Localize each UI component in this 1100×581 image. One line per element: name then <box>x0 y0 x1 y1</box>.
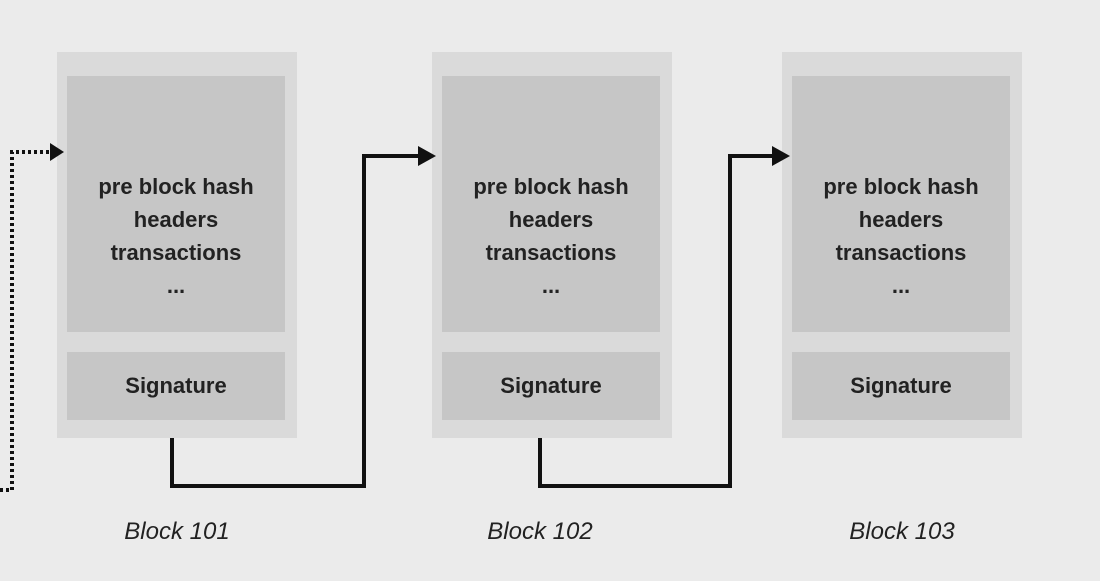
block-102-transactions-label: transactions <box>485 240 617 265</box>
block-101-label: Block 101 <box>124 518 230 545</box>
block-102: pre block hash headers transactions ... … <box>432 52 672 438</box>
block-102-headers-label: headers <box>508 207 594 232</box>
block-101-fields: pre block hash headers transactions ... <box>67 170 285 302</box>
block-103-fields: pre block hash headers transactions ... <box>792 170 1010 302</box>
block-102-ellipsis: ... <box>541 273 561 298</box>
incoming-dotted-arrowhead <box>50 143 64 161</box>
block-102-fields: pre block hash headers transactions ... <box>442 170 660 302</box>
arrow-block-102-to-103 <box>538 154 774 488</box>
block-101-transactions-label: transactions <box>110 240 242 265</box>
block-102-prev-hash-label: pre block hash <box>473 174 629 199</box>
block-103-contents: pre block hash headers transactions ... <box>792 76 1010 332</box>
block-103: pre block hash headers transactions ... … <box>782 52 1022 438</box>
block-101: pre block hash headers transactions ... … <box>57 52 297 438</box>
arrowhead-block-102 <box>418 146 436 166</box>
block-103-signature: Signature <box>792 352 1010 420</box>
block-102-signature: Signature <box>442 352 660 420</box>
block-103-headers-label: headers <box>858 207 944 232</box>
block-103-ellipsis: ... <box>891 273 911 298</box>
incoming-dotted-arrow <box>0 150 52 492</box>
arrow-block-101-to-102 <box>170 154 420 488</box>
block-101-contents: pre block hash headers transactions ... <box>67 76 285 332</box>
block-102-contents: pre block hash headers transactions ... <box>442 76 660 332</box>
block-101-ellipsis: ... <box>166 273 186 298</box>
block-101-headers-label: headers <box>133 207 219 232</box>
block-103-transactions-label: transactions <box>835 240 967 265</box>
block-101-prev-hash-label: pre block hash <box>98 174 254 199</box>
block-103-label: Block 103 <box>849 518 955 545</box>
block-102-label: Block 102 <box>487 518 593 545</box>
block-101-signature: Signature <box>67 352 285 420</box>
arrowhead-block-103 <box>772 146 790 166</box>
block-103-prev-hash-label: pre block hash <box>823 174 979 199</box>
